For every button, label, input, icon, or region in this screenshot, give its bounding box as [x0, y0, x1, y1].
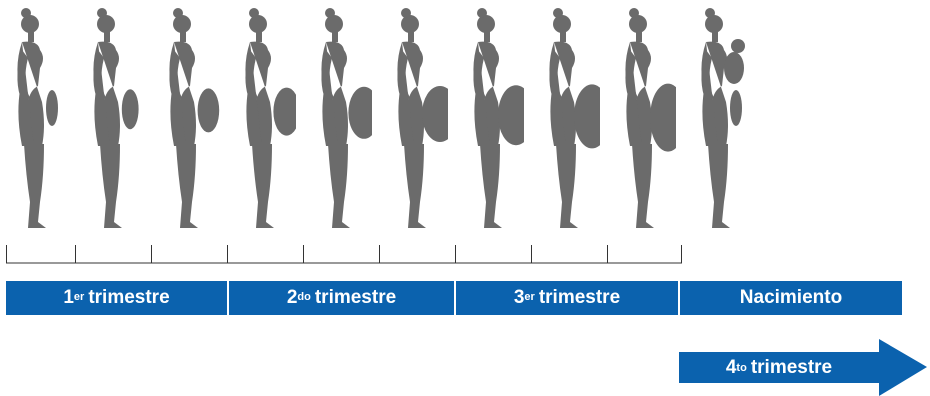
second-trimester-number: 2: [287, 287, 298, 309]
fourth-trimester-number: 4: [726, 357, 737, 379]
first-trimester-number: 1: [63, 287, 74, 309]
third-trimester-number: 3: [514, 287, 525, 309]
third-trimester-label: trimestre: [539, 287, 620, 309]
birth-label: Nacimiento: [740, 287, 842, 309]
pregnant-woman-silhouette-stage-2-icon: [84, 6, 144, 232]
first-trimester-ordinal: er: [74, 291, 84, 303]
pregnant-woman-silhouette-stage-8-icon: [540, 6, 600, 232]
pregnant-woman-silhouette-stage-9-icon: [616, 6, 676, 232]
woman-holding-baby-silhouette-icon: [692, 6, 752, 232]
timeline-ruler: [0, 240, 930, 270]
pregnant-woman-silhouette-stage-4-icon: [236, 6, 296, 232]
pregnant-woman-silhouette-stage-1-icon: [8, 6, 68, 232]
fourth-trimester-ordinal: to: [736, 362, 746, 374]
first-trimester-label: trimestre: [88, 287, 169, 309]
third-trimester-ordinal: er: [524, 291, 534, 303]
silhouette-row: [0, 0, 930, 240]
fourth-trimester-label: trimestre: [751, 357, 832, 379]
second-trimester-ordinal: do: [297, 291, 310, 303]
birth-bar: Nacimiento: [680, 281, 902, 315]
pregnant-woman-silhouette-stage-3-icon: [160, 6, 220, 232]
pregnant-woman-silhouette-stage-5-icon: [312, 6, 372, 232]
pregnant-woman-silhouette-stage-6-icon: [388, 6, 448, 232]
second-trimester-label: trimestre: [315, 287, 396, 309]
pregnant-woman-silhouette-stage-7-icon: [464, 6, 524, 232]
